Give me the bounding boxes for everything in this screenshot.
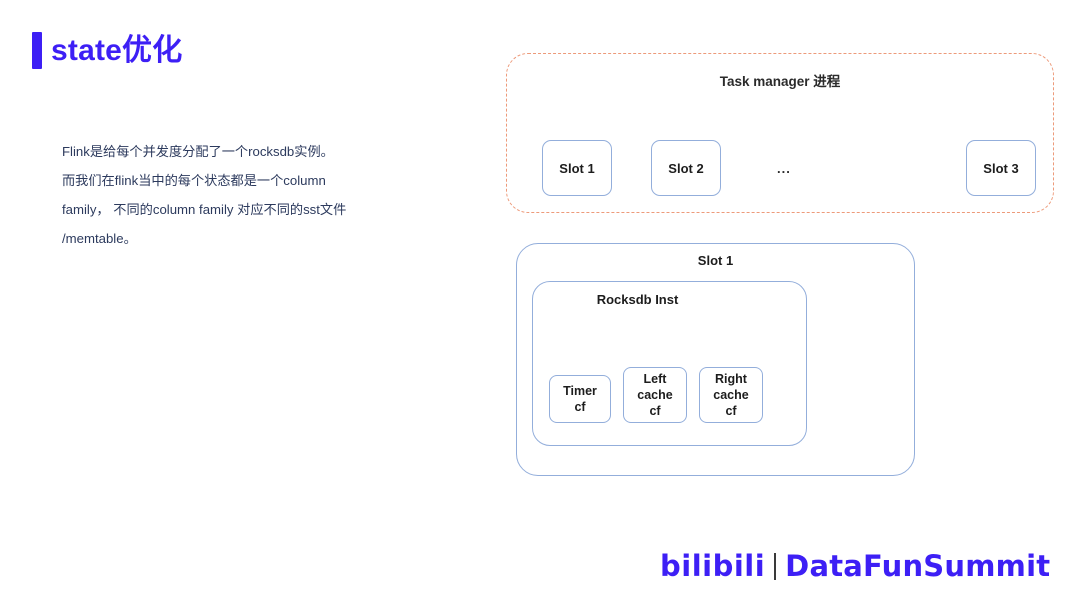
title-text: state优化 <box>51 33 183 67</box>
paragraph-line: 而我们在flink当中的每个状态都是一个column <box>62 173 326 188</box>
cf-label-line: cf <box>574 400 586 414</box>
slot-box-2: Slot 2 <box>651 140 721 196</box>
rocksdb-instance-container: Rocksdb Inst Timer cf Left cache cf Righ… <box>532 281 807 446</box>
cf-label-line: Left <box>643 372 667 386</box>
paragraph-line: /memtable。 <box>62 231 137 246</box>
datafunsummit-logo: DataFunSummit <box>785 549 1051 583</box>
column-family-row: Timer cf Left cache cf Right cache cf <box>549 367 763 423</box>
cf-label-line: cf <box>725 404 737 418</box>
logo-divider <box>774 553 777 580</box>
paragraph-line: family， 不同的column family 对应不同的sst文件 <box>62 202 347 217</box>
body-paragraph: Flink是给每个并发度分配了一个rocksdb实例。 而我们在flink当中的… <box>62 137 434 253</box>
paragraph-line: Flink是给每个并发度分配了一个rocksdb实例。 <box>62 144 334 159</box>
column-family-timer: Timer cf <box>549 375 611 423</box>
column-family-right-cache: Right cache cf <box>699 367 763 423</box>
cf-label-line: cache <box>713 388 749 402</box>
cf-label-line: cache <box>637 388 673 402</box>
slot-detail-title: Slot 1 <box>697 253 734 268</box>
cf-label-line: cf <box>649 404 661 418</box>
page-title: state优化 <box>32 32 182 69</box>
slot-ellipsis: ... <box>777 160 791 176</box>
task-manager-container: Task manager 进程 Slot 1 Slot 2 ... Slot 3 <box>506 53 1054 213</box>
task-manager-title: Task manager 进程 <box>719 74 841 89</box>
title-accent-bar <box>32 32 42 69</box>
cf-label-line: Right <box>715 372 747 386</box>
slot-row: Slot 1 Slot 2 ... Slot 3 <box>507 140 1053 196</box>
cf-label-line: Timer <box>563 384 597 398</box>
footer-logo-lockup: bilibili DataFunSummit <box>660 552 1050 581</box>
bilibili-logo: bilibili <box>660 549 766 583</box>
slot-detail-container: Slot 1 Rocksdb Inst Timer cf Left cache … <box>516 243 915 476</box>
rocksdb-instance-title: Rocksdb Inst <box>596 292 679 307</box>
slot-box-1: Slot 1 <box>542 140 612 196</box>
slot-box-3: Slot 3 <box>966 140 1036 196</box>
column-family-left-cache: Left cache cf <box>623 367 687 423</box>
